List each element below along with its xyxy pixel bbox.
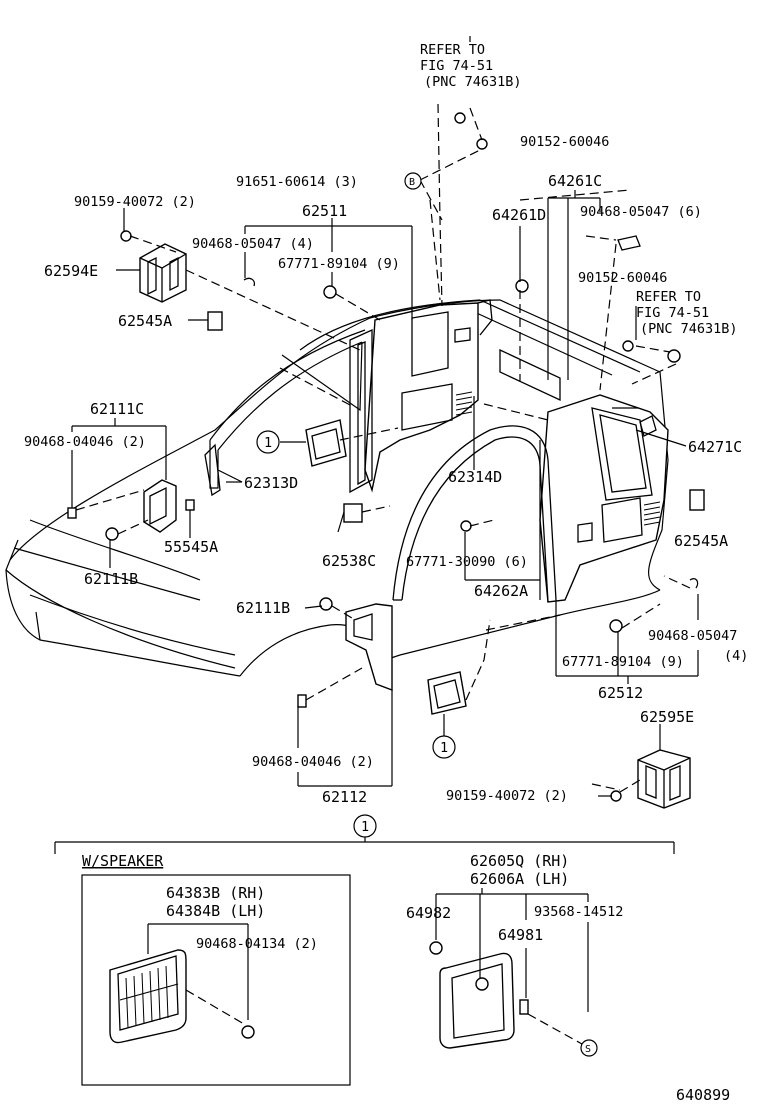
part-label: 90159-40072 (2)	[74, 194, 196, 210]
interior-panel-62511	[349, 299, 493, 494]
refer-note-right-line3: (PNC 74631B)	[640, 321, 738, 337]
part-label: 62594E	[44, 262, 98, 280]
part-label: 90468-05047	[648, 628, 737, 644]
part-label: 62511	[302, 202, 347, 220]
part-label: 62605Q (RH)	[470, 852, 569, 870]
part-label: 62606A (LH)	[470, 870, 569, 888]
part-label: 90468-04046 (2)	[252, 754, 374, 770]
part-label: 91651-60614 (3)	[236, 174, 358, 190]
figure-number: 640899	[676, 1086, 730, 1104]
part-label: 64384B (LH)	[166, 902, 265, 920]
part-label: 62545A	[118, 312, 172, 330]
part-label: 67771-89104 (9)	[562, 654, 684, 670]
part-label: 62111B	[84, 570, 138, 588]
circled-markers	[256, 172, 598, 1057]
part-label: 62112	[322, 788, 367, 806]
refer-note-top: REFER TO FIG 74-51 (PNC 74631B)	[420, 42, 522, 90]
door-weatherstrip	[392, 425, 557, 603]
part-label: 62545A	[674, 532, 728, 550]
cover-plate-lower	[427, 671, 467, 715]
part-label: 62538C	[322, 552, 376, 570]
refer-note-right-line1: REFER TO	[636, 289, 701, 305]
pad-62545a-left	[207, 311, 223, 331]
speaker-grille	[109, 923, 255, 1044]
part-label: 90468-05047 (6)	[580, 204, 702, 220]
part-label: 64383B (RH)	[166, 884, 265, 902]
refer-note-right: REFER TO FIG 74-51 (PNC 74631B)	[636, 289, 738, 337]
dashed-lines	[75, 103, 691, 793]
part-label: 67771-30090 (6)	[406, 554, 528, 570]
part-label: (4)	[724, 648, 748, 664]
part-label: 62111C	[90, 400, 144, 418]
refer-note-top-line1: REFER TO	[420, 42, 485, 58]
part-label: 90152-60046	[578, 270, 667, 286]
circle-s-label: S	[585, 1044, 591, 1055]
part-label: 62512	[598, 684, 643, 702]
fasteners	[67, 112, 699, 802]
part-label: 64981	[498, 926, 543, 944]
part-label: 67771-89104 (9)	[278, 256, 400, 272]
cover-plate-upper	[305, 419, 347, 467]
part-label: 90159-40072 (2)	[446, 788, 568, 804]
refer-note-top-line3: (PNC 74631B)	[424, 74, 522, 90]
part-label: 62314D	[448, 468, 502, 486]
w-speaker-heading: W/SPEAKER	[82, 852, 164, 870]
part-label: 64261D	[492, 206, 546, 224]
part-label: 55545A	[164, 538, 218, 556]
bracket-62111c	[143, 479, 177, 533]
part-label: 62313D	[244, 474, 298, 492]
part-label: 90152-60046	[520, 134, 609, 150]
part-label: 64982	[406, 904, 451, 922]
part-label: 90468-04046 (2)	[24, 434, 146, 450]
circle-b-label: B	[409, 177, 415, 188]
kick-panel-62112	[345, 603, 393, 692]
door-bezel	[429, 888, 589, 1049]
part-label: 64261C	[548, 172, 602, 190]
part-label: 90468-05047 (4)	[192, 236, 314, 252]
circle-1-label: 1	[264, 435, 272, 451]
pillar-trim-62313d	[204, 443, 221, 497]
part-label: 62111B	[236, 599, 290, 617]
part-label: 90468-04134 (2)	[196, 936, 318, 952]
part-label: 64262A	[474, 582, 528, 600]
refer-note-top-line2: FIG 74-51	[420, 58, 493, 74]
clip-62538c	[343, 503, 363, 523]
circle-1-label: 1	[361, 819, 369, 835]
refer-note-right-line2: FIG 74-51	[636, 305, 709, 321]
part-label: 93568-14512	[534, 904, 623, 920]
bracket-62595e	[637, 749, 691, 809]
pad-62545a-right	[689, 489, 705, 511]
pad-55545a	[185, 499, 195, 511]
windshield-frame	[209, 329, 366, 489]
detail-section-frame	[54, 836, 675, 1086]
leader-lines	[71, 36, 699, 797]
circle-1-label: 1	[440, 740, 448, 756]
part-label: 62595E	[640, 708, 694, 726]
part-label: 64271C	[688, 438, 742, 456]
bracket-62594e	[139, 243, 187, 303]
